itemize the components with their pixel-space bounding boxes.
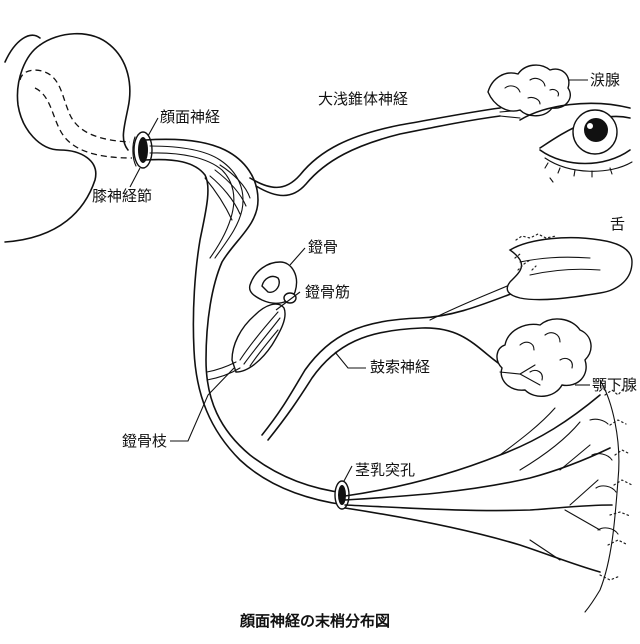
label-submandibular-gland: 顎下腺: [592, 376, 637, 394]
lacrimal-gland: [487, 64, 588, 117]
label-lacrimal-gland: 涙腺: [590, 71, 620, 89]
label-tongue: 舌: [610, 215, 625, 233]
label-stapes: 鐙骨: [308, 238, 338, 256]
leader-stapedius-branch: [170, 367, 235, 442]
ear-outline: [4, 32, 133, 243]
leader-chorda-tympani: [334, 351, 366, 369]
greater-petrosal-nerve: [249, 99, 523, 197]
label-stapedius-branch: 鐙骨枝: [122, 432, 167, 450]
label-greater-petrosal-nerve: 大浅錐体神経: [318, 90, 408, 108]
label-geniculate-ganglion: 膝神経節: [92, 187, 152, 205]
stapes-bone: [248, 247, 306, 304]
label-chorda-tympani: 鼓索神経: [370, 358, 430, 376]
label-facial-nerve: 顔面神経: [160, 108, 220, 126]
facial-nerve-trunk: [144, 138, 346, 506]
label-stapedius-muscle: 鐙骨筋: [305, 283, 350, 301]
leader-facial-nerve: [147, 117, 159, 137]
leader-geniculate: [129, 167, 141, 188]
stapedius-muscle: [231, 291, 301, 373]
eye: [519, 102, 633, 183]
tongue: [506, 233, 633, 301]
stylomastoid-ring: [334, 465, 353, 510]
stapedius-branch-nerve: [206, 361, 241, 381]
geniculate-ring: [132, 131, 153, 169]
submandibular-gland: [496, 318, 592, 397]
diagram-caption: 顔面神経の末梢分布図: [239, 612, 390, 630]
label-stylomastoid-foramen: 茎乳突孔: [355, 461, 415, 479]
facial-branches: [344, 379, 633, 613]
